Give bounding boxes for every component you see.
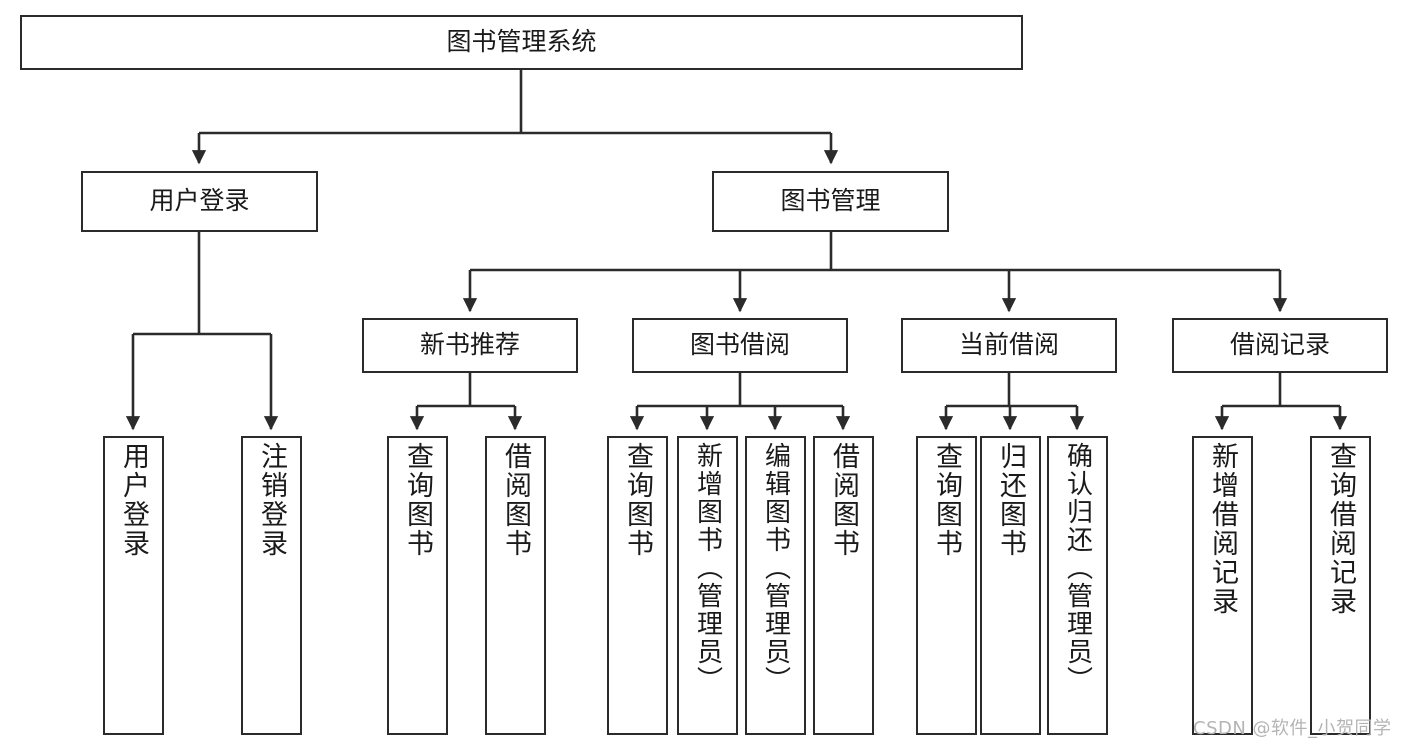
node-leaf-user-login[interactable]: 用户登录 (103, 436, 164, 735)
node-leaf-user-login-label: 用户登录 (118, 442, 149, 558)
node-leaf-borrow-book-2[interactable]: 借阅图书 (813, 436, 874, 735)
node-new-book-recommend[interactable]: 新书推荐 (362, 318, 578, 373)
node-leaf-borrow-book-1[interactable]: 借阅图书 (485, 436, 546, 735)
node-leaf-query-record[interactable]: 查询借阅记录 (1310, 436, 1371, 735)
node-leaf-logout[interactable]: 注销登录 (241, 436, 302, 735)
node-root-label: 图书管理系统 (446, 27, 597, 57)
node-book-management-label: 图书管理 (780, 186, 881, 216)
node-current-borrow[interactable]: 当前借阅 (901, 318, 1117, 373)
node-leaf-edit-book[interactable]: 编辑图书（管理员） (745, 436, 806, 735)
node-leaf-query-book-2[interactable]: 查询图书 (607, 436, 668, 735)
node-book-borrow-label: 图书借阅 (689, 330, 790, 360)
node-leaf-add-record[interactable]: 新增借阅记录 (1192, 436, 1253, 735)
node-leaf-logout-label: 注销登录 (256, 442, 287, 558)
node-current-borrow-label: 当前借阅 (958, 330, 1059, 360)
node-leaf-return-book-label: 归还图书 (995, 442, 1026, 558)
node-borrow-record-label: 借阅记录 (1229, 330, 1330, 360)
node-leaf-add-record-label: 新增借阅记录 (1207, 442, 1238, 616)
node-leaf-query-book-3-label: 查询图书 (931, 442, 962, 558)
node-user-login[interactable]: 用户登录 (81, 171, 318, 232)
node-leaf-query-book-1-label: 查询图书 (402, 442, 433, 558)
node-borrow-record[interactable]: 借阅记录 (1172, 318, 1388, 373)
csdn-watermark: CSDN @软件_小贺同学 (1193, 718, 1392, 739)
node-new-book-recommend-label: 新书推荐 (419, 330, 520, 360)
node-leaf-add-book[interactable]: 新增图书（管理员） (677, 436, 738, 735)
node-leaf-borrow-book-2-label: 借阅图书 (828, 442, 859, 558)
node-book-borrow[interactable]: 图书借阅 (632, 318, 848, 373)
node-leaf-query-book-3[interactable]: 查询图书 (916, 436, 977, 735)
node-root[interactable]: 图书管理系统 (20, 15, 1023, 70)
node-leaf-return-book[interactable]: 归还图书 (980, 436, 1041, 735)
node-leaf-query-record-label: 查询借阅记录 (1325, 442, 1356, 616)
node-leaf-confirm-return[interactable]: 确认归还（管理员） (1047, 436, 1108, 735)
node-book-management[interactable]: 图书管理 (712, 171, 949, 232)
node-leaf-query-book-2-label: 查询图书 (622, 442, 653, 558)
node-leaf-edit-book-label: 编辑图书（管理员） (760, 442, 791, 694)
node-leaf-borrow-book-1-label: 借阅图书 (500, 442, 531, 558)
node-leaf-add-book-label: 新增图书（管理员） (692, 442, 723, 694)
node-leaf-query-book-1[interactable]: 查询图书 (387, 436, 448, 735)
node-user-login-label: 用户登录 (149, 186, 250, 216)
node-leaf-confirm-return-label: 确认归还（管理员） (1062, 442, 1093, 694)
